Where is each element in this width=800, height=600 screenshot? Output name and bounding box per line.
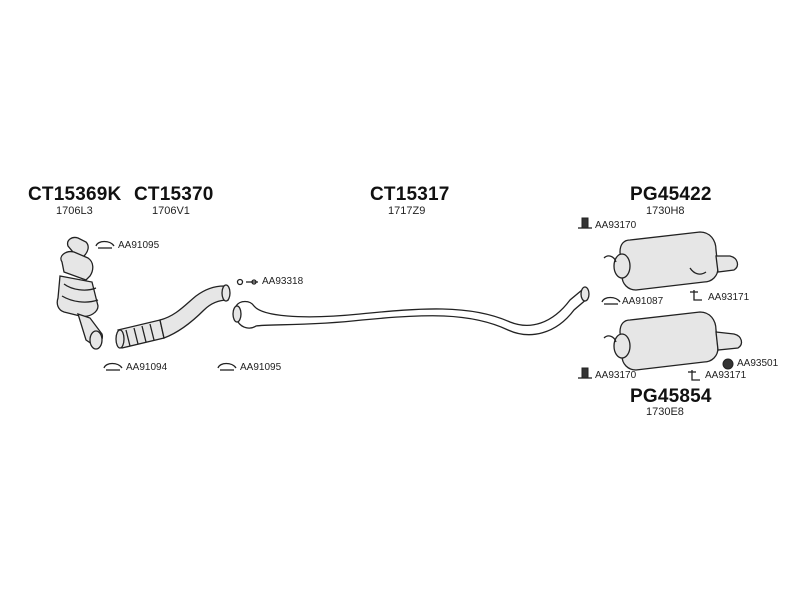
flex-pipe-drawing <box>115 284 231 349</box>
hardware-label-bolt-1: AA93318 <box>262 276 304 287</box>
part-code-rear-lower: 1730E8 <box>646 406 684 418</box>
hanger-icon <box>578 367 592 379</box>
middle-pipe-drawing <box>232 286 590 336</box>
part-number-rear-lower: PG45854 <box>630 386 712 407</box>
part-code-rear-upper: 1730H8 <box>646 205 685 217</box>
hardware-label-hanger-2: AA93171 <box>708 292 750 303</box>
part-code-cat-b: 1706V1 <box>152 205 190 217</box>
clamp-icon <box>217 362 237 371</box>
hardware-label-hanger-3: AA93170 <box>595 370 637 381</box>
part-number-cat-a: CT15369K <box>28 184 122 205</box>
catalytic-converter-drawing <box>56 236 104 350</box>
ring-icon <box>722 358 734 370</box>
clamp-icon <box>103 362 123 371</box>
hanger-icon <box>690 290 702 301</box>
clamp-icon <box>601 296 621 305</box>
hardware-label-clamp-2: AA91094 <box>126 362 168 373</box>
hardware-label-ring-1: AA93501 <box>737 358 779 369</box>
hardware-label-hanger-1: AA93170 <box>595 220 637 231</box>
hanger-icon <box>578 217 592 229</box>
part-code-mid-pipe: 1717Z9 <box>388 205 426 217</box>
part-code-cat-a: 1706L3 <box>56 205 93 217</box>
hardware-label-clamp-3: AA91095 <box>240 362 282 373</box>
hardware-label-clamp-4: AA91087 <box>622 296 664 307</box>
hardware-label-hanger-4: AA93171 <box>705 370 747 381</box>
part-number-cat-b: CT15370 <box>134 184 214 205</box>
clamp-icon <box>95 240 115 249</box>
bolt-icon <box>236 278 258 286</box>
rear-silencer-upper-drawing <box>603 231 739 291</box>
part-number-mid-pipe: CT15317 <box>370 184 450 205</box>
part-number-rear-upper: PG45422 <box>630 184 712 205</box>
hanger-icon <box>688 370 700 381</box>
rear-silencer-lower-drawing <box>603 311 743 371</box>
hardware-label-clamp-1: AA91095 <box>118 240 160 251</box>
